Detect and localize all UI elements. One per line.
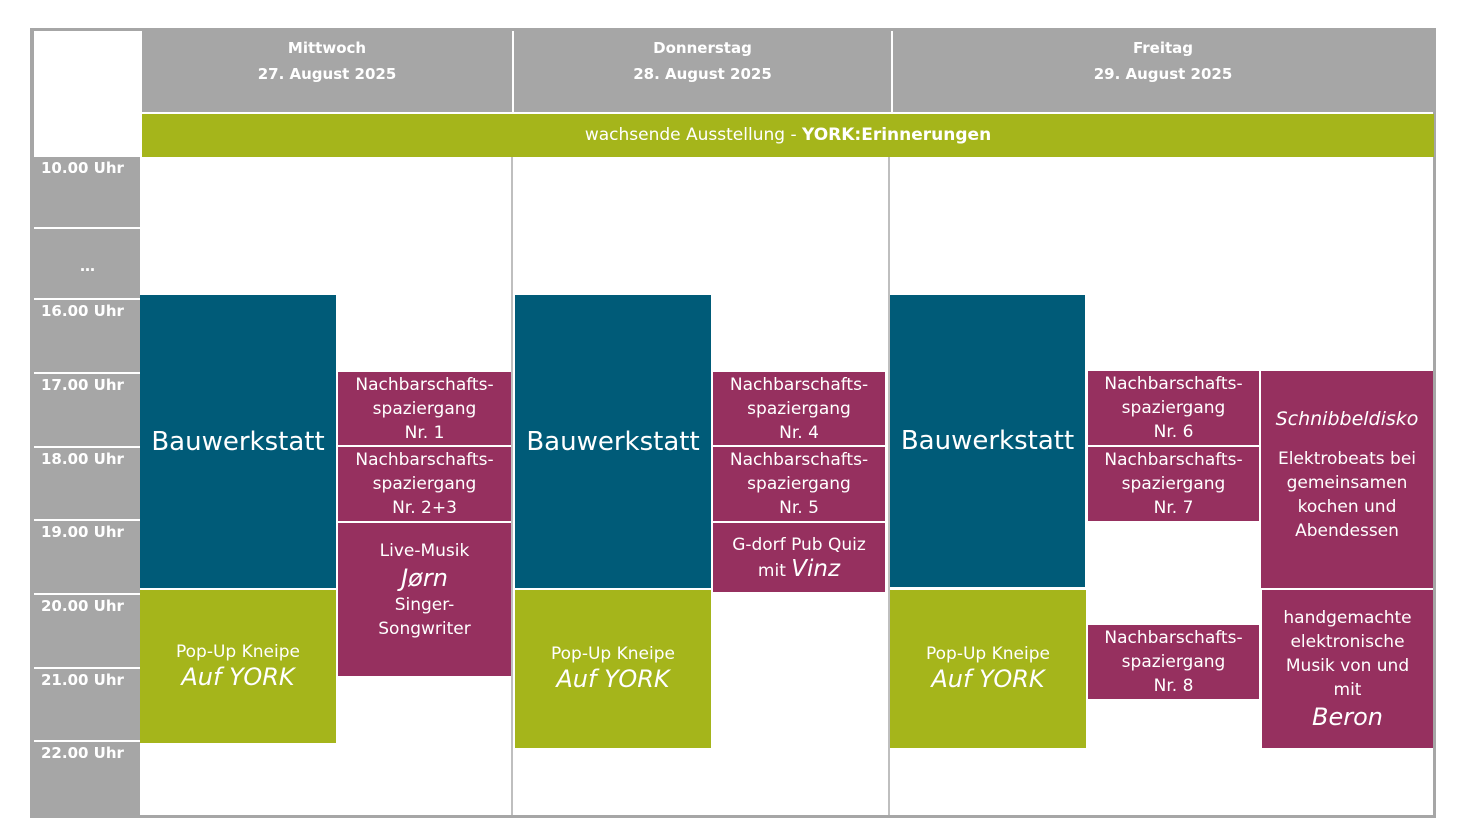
time-slot-10: 10.00 Uhr — [34, 157, 140, 227]
exhibition-banner: wachsende Ausstellung - YORK:Erinnerunge… — [142, 114, 1434, 157]
weekday-label: Donnerstag — [653, 39, 752, 57]
time-slot-20: 20.00 Uhr — [34, 595, 140, 667]
date-label: 29. August 2025 — [1093, 65, 1233, 83]
walk-nr-8: Nachbarschafts- spaziergang Nr. 8 — [1088, 625, 1259, 699]
frame-right-border — [1433, 28, 1436, 818]
banner-highlight: YORK:Erinnerungen — [802, 125, 992, 145]
time-slot-16: 16.00 Uhr — [34, 300, 140, 372]
walk-nr-6: Nachbarschafts- spaziergang Nr. 6 — [1088, 371, 1259, 445]
live-musik-jorn: Live-Musik Jørn Singer- Songwriter — [338, 523, 511, 676]
schnibbeldisko: Schnibbeldisko Elektrobeats bei gemeinsa… — [1261, 371, 1433, 588]
banner-prefix: wachsende Ausstellung - — [584, 125, 802, 145]
time-slot-19: 19.00 Uhr — [34, 521, 140, 593]
bauwerkstatt-wednesday: Bauwerkstatt — [140, 295, 336, 588]
walk-nr-2-3: Nachbarschafts- spaziergang Nr. 2+3 — [338, 447, 511, 521]
walk-nr-5: Nachbarschafts- spaziergang Nr. 5 — [713, 447, 885, 521]
walk-nr-1: Nachbarschafts- spaziergang Nr. 1 — [338, 372, 511, 445]
date-label: 27. August 2025 — [257, 65, 397, 83]
frame-left-border — [30, 28, 34, 818]
popup-kneipe-friday: Pop-Up Kneipe Auf YORK — [890, 590, 1086, 748]
time-slot-ellipsis: … — [34, 229, 140, 298]
beron-music: handgemachte elektronische Musik von und… — [1262, 590, 1433, 748]
weekday-label: Mittwoch — [287, 39, 367, 57]
pub-quiz-vinz: G-dorf Pub Quiz mit Vinz — [713, 523, 885, 592]
bauwerkstatt-friday: Bauwerkstatt — [890, 295, 1085, 587]
time-slot-18: 18.00 Uhr — [34, 448, 140, 519]
time-slot-17: 17.00 Uhr — [34, 374, 140, 446]
date-label: 28. August 2025 — [633, 65, 772, 83]
day-header-wednesday: Mittwoch 27. August 2025 — [142, 30, 512, 112]
weekday-label: Freitag — [1132, 39, 1194, 57]
walk-nr-4: Nachbarschafts- spaziergang Nr. 4 — [713, 372, 885, 445]
time-slot-22: 22.00 Uhr — [34, 742, 140, 815]
column-divider — [511, 157, 513, 815]
day-header-friday: Freitag 29. August 2025 — [893, 30, 1433, 112]
popup-kneipe-wednesday: Pop-Up Kneipe Auf YORK — [140, 590, 336, 743]
frame-bottom-border — [30, 815, 1436, 818]
popup-kneipe-thursday: Pop-Up Kneipe Auf YORK — [515, 590, 711, 748]
day-header-thursday: Donnerstag 28. August 2025 — [514, 30, 891, 112]
frame-top-border — [30, 28, 1436, 31]
walk-nr-7: Nachbarschafts- spaziergang Nr. 7 — [1088, 447, 1259, 521]
bauwerkstatt-thursday: Bauwerkstatt — [515, 295, 711, 588]
column-divider — [888, 157, 890, 815]
time-slot-21: 21.00 Uhr — [34, 669, 140, 740]
